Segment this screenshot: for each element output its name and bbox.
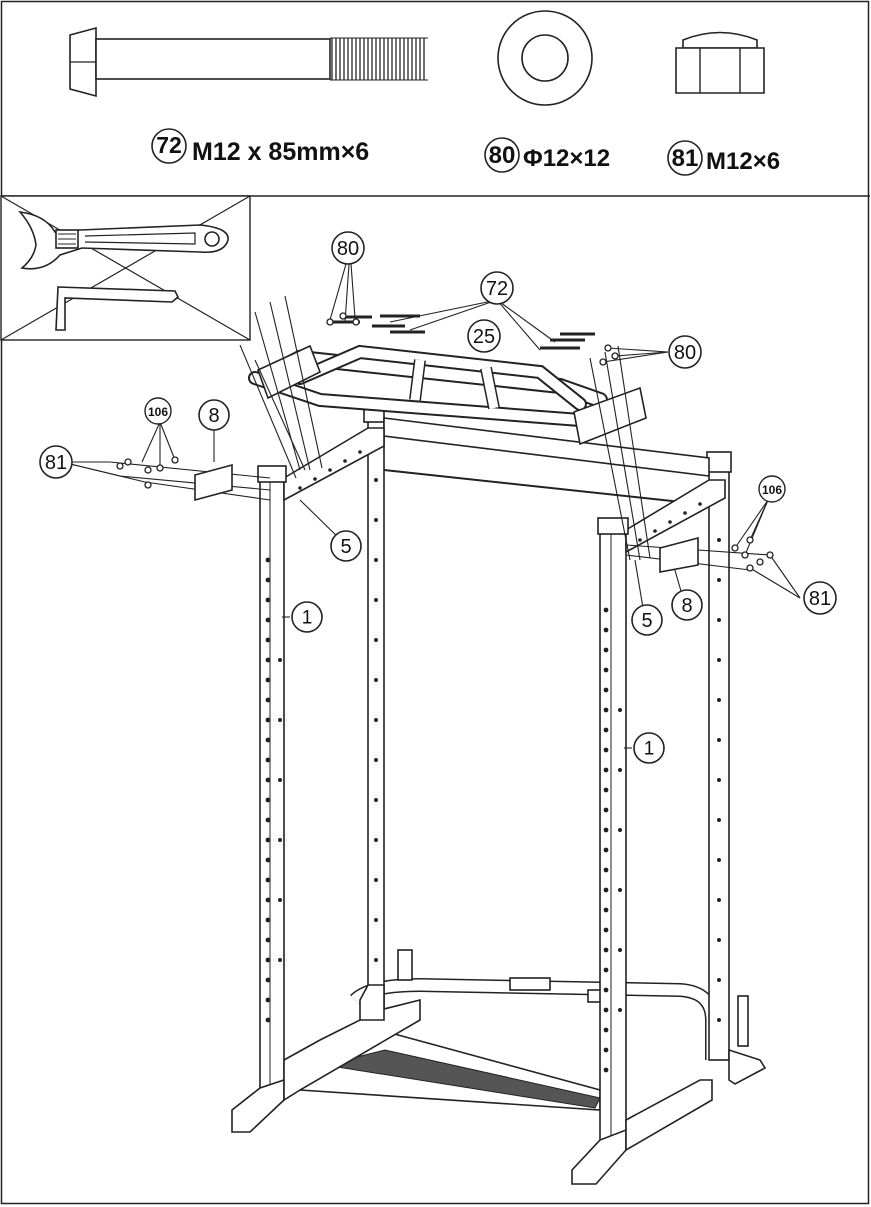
bolt-icon [69, 26, 428, 98]
rear-left-upright [363, 403, 385, 1021]
front-right-cap [597, 517, 629, 535]
front-left-upright [259, 477, 285, 1099]
svg-text:1: 1 [644, 739, 655, 760]
svg-text:81: 81 [809, 588, 831, 610]
callout-25: 25 [467, 319, 501, 353]
callout-80-right: 80 [668, 335, 702, 369]
callout-106-left: 106 [144, 397, 172, 425]
pull-up-bar [248, 344, 647, 446]
callout-5-left: 5 [330, 530, 362, 562]
callout-80-top: 80 [331, 231, 365, 265]
hardware-80-label: 80 Φ12×12 [484, 137, 610, 173]
hardware-72-spec: M12 x 85mm×6 [192, 138, 369, 166]
svg-text:106: 106 [762, 483, 782, 497]
hardware-72-label: 72 M12 x 85mm×6 [151, 128, 369, 166]
upright-holes [265, 478, 721, 1073]
right-top-side-rail [625, 479, 726, 554]
washer-icon [497, 10, 593, 106]
svg-text:5: 5 [641, 610, 652, 632]
svg-text:8: 8 [681, 595, 692, 617]
svg-text:80: 80 [337, 238, 359, 260]
svg-text:8: 8 [208, 405, 219, 427]
right-side-plate [659, 536, 699, 573]
svg-text:106: 106 [148, 405, 168, 419]
hardware-72-number: 72 [156, 132, 182, 158]
hardware-81-number: 81 [672, 145, 699, 172]
hardware-81-spec: M12×6 [706, 148, 780, 175]
nut-icon [675, 31, 765, 94]
feet [231, 984, 767, 1185]
front-left-cap [257, 465, 287, 483]
callout-1-right: 1 [633, 732, 665, 764]
svg-text:1: 1 [302, 608, 313, 629]
left-side-plate [194, 463, 233, 502]
adjustable-wrench-icon [18, 210, 229, 270]
callout-8-right: 8 [671, 589, 703, 621]
callout-81-right: 81 [803, 581, 837, 615]
left-top-side-rail [283, 427, 385, 502]
rear-crossbar [383, 417, 710, 477]
hardware-81-label: 81 M12×6 [667, 140, 780, 176]
callout-72-top: 72 [480, 271, 514, 305]
small-bolts [116, 312, 774, 572]
hex-key-icon [55, 286, 179, 331]
front-right-upright [599, 529, 627, 1141]
callout-1-left: 1 [291, 601, 323, 633]
svg-text:25: 25 [473, 326, 495, 348]
mid-rod [383, 469, 710, 506]
hardware-80-number: 80 [489, 142, 516, 169]
callout-5-right: 5 [631, 604, 663, 636]
rear-right-upright [706, 451, 732, 1061]
svg-text:80: 80 [674, 342, 696, 364]
svg-text:5: 5 [340, 536, 351, 558]
hardware-80-spec: Φ12×12 [523, 145, 610, 172]
callout-81-left: 81 [39, 445, 73, 479]
callout-8-left: 8 [198, 399, 230, 431]
svg-text:72: 72 [486, 278, 508, 300]
svg-text:81: 81 [45, 452, 67, 474]
callout-106-right: 106 [758, 475, 786, 503]
